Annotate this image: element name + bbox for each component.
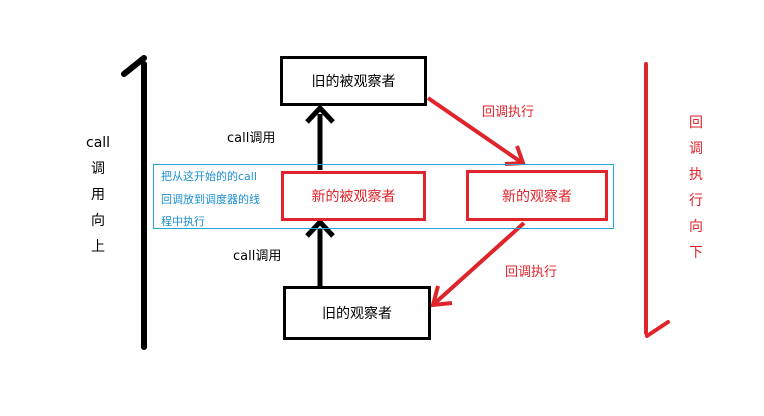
right-vertical-char: 行 bbox=[689, 193, 703, 209]
callback-label-top: 回调执行 bbox=[482, 105, 535, 120]
new-observable-label: 新的被观察者 bbox=[311, 189, 396, 205]
right-vertical-char: 执 bbox=[689, 167, 703, 183]
right-vertical-text: 回 调 执 行 向 下 bbox=[689, 110, 703, 266]
callback-arrow-bottom-head bbox=[430, 285, 453, 308]
new-observable-box: 新的被观察者 bbox=[281, 171, 426, 221]
note-line-1: 把从这开始的的call bbox=[161, 170, 257, 183]
note-line-2: 回调放到调度器的线 bbox=[161, 193, 260, 206]
callback-label-bottom: 回调执行 bbox=[505, 265, 558, 280]
callback-arrow-bottom-shaft bbox=[432, 221, 526, 306]
left-vertical-char: call bbox=[86, 135, 111, 151]
call-arrow-top-head bbox=[305, 104, 335, 124]
left-vertical-text: call 调 用 向 上 bbox=[86, 130, 110, 260]
left-up-arrow-head bbox=[121, 55, 147, 77]
old-observer-label: 旧的观察者 bbox=[322, 306, 392, 322]
right-vertical-char: 向 bbox=[689, 219, 703, 235]
old-observable-box: 旧的被观察者 bbox=[280, 56, 427, 106]
left-vertical-char: 用 bbox=[91, 187, 106, 203]
left-vertical-char: 向 bbox=[91, 213, 106, 229]
old-observable-label: 旧的被观察者 bbox=[311, 74, 396, 90]
call-label-bottom: call调用 bbox=[233, 249, 282, 264]
new-observer-box: 新的观察者 bbox=[466, 170, 608, 221]
right-vertical-char: 调 bbox=[689, 141, 703, 157]
call-arrow-bottom-head bbox=[305, 218, 335, 238]
right-vertical-char: 回 bbox=[689, 115, 703, 131]
left-vertical-char: 上 bbox=[91, 239, 106, 255]
call-label-top: call调用 bbox=[227, 131, 276, 146]
right-down-arrow-head bbox=[645, 320, 670, 338]
note-line-3: 程中执行 bbox=[161, 215, 205, 228]
callback-arrow-top-shaft bbox=[426, 96, 523, 164]
right-vertical-char: 下 bbox=[689, 245, 703, 261]
callback-arrow-top-head bbox=[504, 145, 526, 166]
left-vertical-char: 调 bbox=[91, 161, 106, 177]
scheduler-note: 把从这开始的的call 回调放到调度器的线 程中执行 bbox=[153, 164, 614, 229]
new-observer-label: 新的观察者 bbox=[502, 188, 572, 205]
old-observer-box: 旧的观察者 bbox=[283, 286, 431, 340]
